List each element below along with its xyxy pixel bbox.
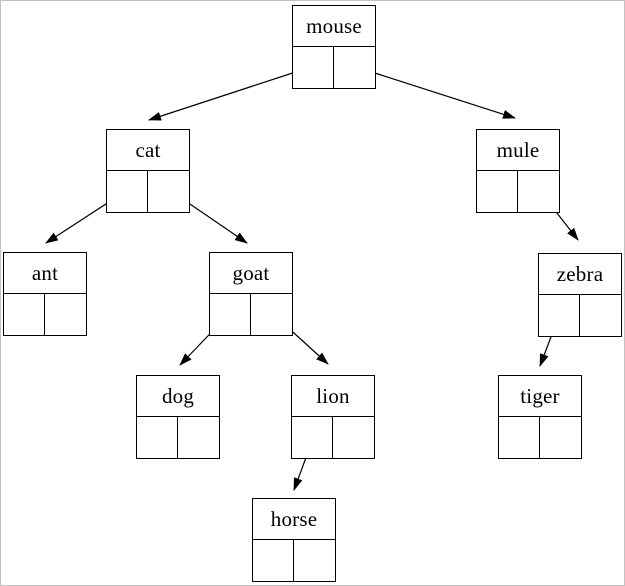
right-pointer-cell	[45, 294, 86, 335]
tree-node-mouse: mouse	[292, 5, 376, 89]
left-pointer-cell	[137, 417, 178, 458]
node-pointer-cells	[210, 294, 292, 335]
node-pointer-cells	[253, 540, 335, 581]
node-label: lion	[292, 376, 374, 417]
node-label: mule	[477, 130, 559, 171]
node-pointer-cells	[499, 417, 581, 458]
left-pointer-cell	[253, 540, 294, 581]
arrow-mouse-to-cat	[148, 65, 315, 121]
left-pointer-cell	[107, 171, 148, 212]
right-pointer-cell	[251, 294, 292, 335]
node-label: cat	[107, 130, 189, 171]
right-pointer-cell	[518, 171, 559, 212]
tree-node-tiger: tiger	[498, 375, 582, 459]
node-label: horse	[253, 499, 335, 540]
tree-node-horse: horse	[252, 498, 336, 582]
right-pointer-cell	[334, 47, 375, 88]
right-pointer-cell	[333, 417, 374, 458]
node-label: mouse	[293, 6, 375, 47]
node-label: ant	[4, 253, 86, 294]
left-pointer-cell	[292, 417, 333, 458]
node-pointer-cells	[107, 171, 189, 212]
left-pointer-cell	[293, 47, 334, 88]
node-pointer-cells	[4, 294, 86, 335]
node-pointer-cells	[539, 295, 621, 336]
tree-node-dog: dog	[136, 375, 220, 459]
right-pointer-cell	[540, 417, 581, 458]
node-label: goat	[210, 253, 292, 294]
left-pointer-cell	[4, 294, 45, 335]
left-pointer-cell	[539, 295, 580, 336]
arrow-mouse-to-mule	[352, 65, 516, 119]
tree-node-mule: mule	[476, 129, 560, 213]
node-pointer-cells	[293, 47, 375, 88]
left-pointer-cell	[499, 417, 540, 458]
tree-node-zebra: zebra	[538, 253, 622, 337]
left-pointer-cell	[477, 171, 518, 212]
node-pointer-cells	[477, 171, 559, 212]
node-label: zebra	[539, 254, 621, 295]
right-pointer-cell	[294, 540, 335, 581]
node-label: tiger	[499, 376, 581, 417]
right-pointer-cell	[580, 295, 621, 336]
right-pointer-cell	[148, 171, 189, 212]
node-pointer-cells	[292, 417, 374, 458]
tree-node-goat: goat	[209, 252, 293, 336]
tree-node-cat: cat	[106, 129, 190, 213]
tree-node-ant: ant	[3, 252, 87, 336]
right-pointer-cell	[178, 417, 219, 458]
node-pointer-cells	[137, 417, 219, 458]
tree-node-lion: lion	[291, 375, 375, 459]
left-pointer-cell	[210, 294, 251, 335]
node-label: dog	[137, 376, 219, 417]
